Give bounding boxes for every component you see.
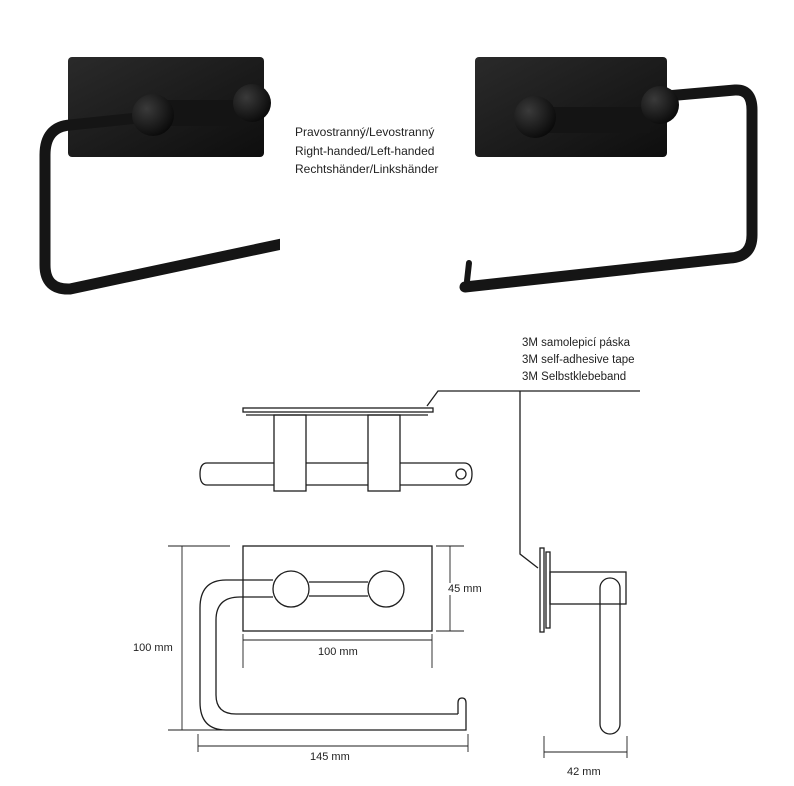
side-view [539, 547, 627, 735]
handedness-label-de: Rechtshänder/Linkshänder [295, 162, 439, 176]
dimension-plate-height: 45 mm [448, 583, 482, 595]
handedness-label-cs: Pravostranný/Levostranný [295, 125, 435, 139]
dimension-depth: 42 mm [567, 766, 601, 778]
dimension-lines [168, 545, 628, 758]
paper-holder-arm [39, 101, 280, 295]
dimension-overall-height: 100 mm [133, 642, 173, 654]
front-view [199, 545, 467, 731]
arm-tip-pin [464, 260, 472, 284]
handedness-label-en: Right-handed/Left-handed [295, 144, 435, 158]
tape-label-de: 3M Selbstklebeband [522, 371, 627, 383]
dimension-overall-width: 145 mm [310, 751, 350, 763]
product-photo-right-handed [39, 57, 280, 295]
knob-right [641, 86, 679, 124]
knob-left [514, 96, 556, 138]
tape-label-cs: 3M samolepicí páska [522, 337, 631, 349]
dimension-plate-width: 100 mm [318, 646, 358, 658]
tape-leader-lines [426, 390, 640, 569]
product-photo-left-handed [459, 57, 758, 293]
tape-label-en: 3M self-adhesive tape [522, 354, 635, 366]
paper-holder-arm [459, 84, 758, 293]
knob-left [132, 94, 174, 136]
top-view [199, 407, 473, 492]
knob-right [233, 84, 271, 122]
